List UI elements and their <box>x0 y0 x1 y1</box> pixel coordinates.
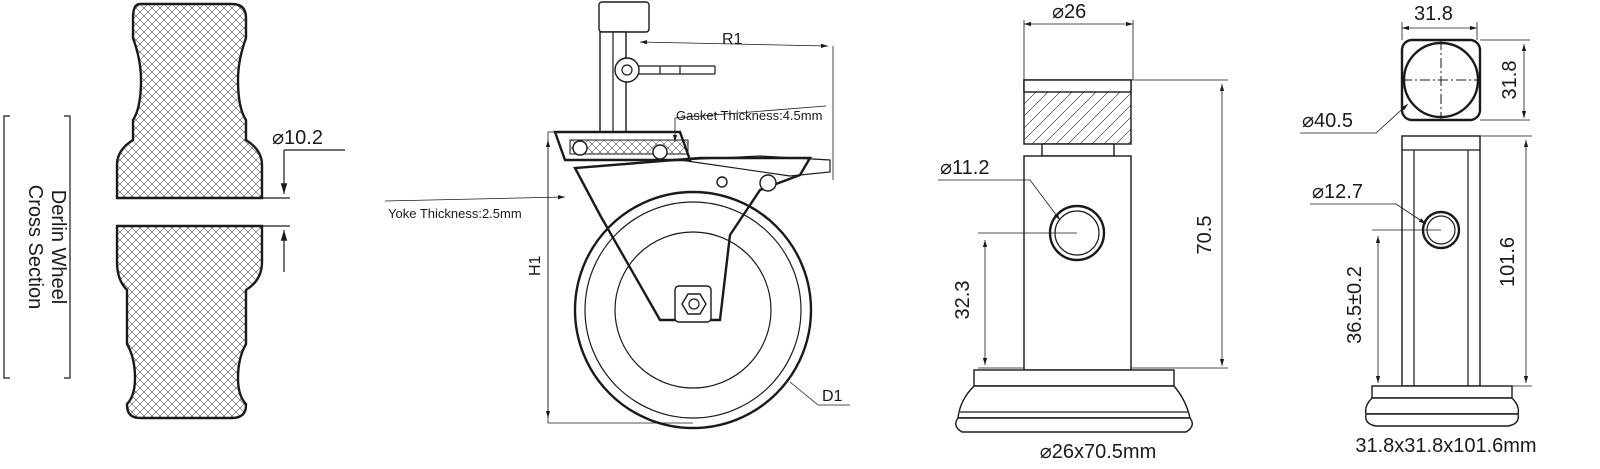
wheel-hatched-section <box>115 2 264 200</box>
dim-square-diag: ⌀40.5 <box>1302 110 1353 132</box>
dim-round-hole: ⌀11.2 <box>940 157 989 179</box>
round-stem-foot <box>957 385 1191 419</box>
stem-knob <box>598 1 650 33</box>
caster-assembly-view: R1 Gasket Thickness:4.5mm Yoke Thickness… <box>384 1 850 430</box>
caption-bracket <box>3 115 71 379</box>
dim-square-depth: 31.8 <box>1499 61 1521 100</box>
round-stem-body <box>1023 155 1132 371</box>
dim-square-hole: ⌀12.7 <box>1312 181 1363 203</box>
wheel-caption-line1-rot: Derlin Wheel <box>47 190 69 304</box>
locking-pin <box>614 57 716 83</box>
bearing-right <box>652 144 668 160</box>
square-stem-caption: 31.8x31.8x101.6mm <box>1355 435 1536 457</box>
wheel-inner <box>584 201 802 419</box>
axle-nut <box>681 293 707 315</box>
dim-round-top: ⌀26 <box>1052 1 1086 23</box>
gasket-thickness-label: Gasket Thickness:4.5mm <box>676 108 822 123</box>
round-stem-neck <box>1041 143 1115 157</box>
square-stem-pad <box>1365 413 1519 427</box>
round-stem-caption: ⌀26x70.5mm <box>1040 441 1157 463</box>
round-stem-collar <box>973 369 1175 387</box>
wheel-outer <box>573 190 813 430</box>
gasket-hatch <box>569 139 689 155</box>
dim-h1: H1 <box>527 255 544 276</box>
square-stem-foot <box>1364 397 1520 415</box>
dim-round-height: 70.5 <box>1194 216 1216 255</box>
square-stem-collar <box>1371 385 1513 399</box>
dim-r1: R1 <box>722 31 743 48</box>
lever-pivot-2 <box>759 174 777 192</box>
square-stem-view: 31.8 31.8 ⌀40.5 ⌀12.7 36.5±0.2 101.6 31.… <box>1300 3 1537 457</box>
wheel-caption-line2-rot: Cross Section <box>24 185 46 310</box>
dim-round-hole-height: 32.3 <box>952 281 974 320</box>
dim-square-width: 31.8 <box>1414 3 1453 25</box>
round-stem-view: ⌀26 ⌀11.2 32.3 70.5 ⌀26x70.5mm <box>938 1 1228 463</box>
dim-d1: D1 <box>822 388 843 405</box>
yoke-thickness-label: Yoke Thickness:2.5mm <box>388 206 522 221</box>
brake-lever <box>679 155 831 177</box>
wheel-hatched-section-lower <box>115 224 264 420</box>
dim-square-height: 101.6 <box>1497 237 1519 287</box>
dim-square-hole-height: 36.5±0.2 <box>1344 266 1366 344</box>
bearing-left <box>572 140 588 156</box>
wheel-hub-ring <box>614 231 772 389</box>
yoke-body <box>573 156 813 322</box>
dim-wheel-bore: ⌀10.2 <box>272 127 323 149</box>
square-stem-body <box>1401 135 1481 387</box>
lever-pivot <box>716 176 728 188</box>
round-stem-pad <box>955 417 1193 433</box>
wheel-cross-section-view: Derlin Wheel Derlin Wheel Cross Section … <box>3 2 345 420</box>
